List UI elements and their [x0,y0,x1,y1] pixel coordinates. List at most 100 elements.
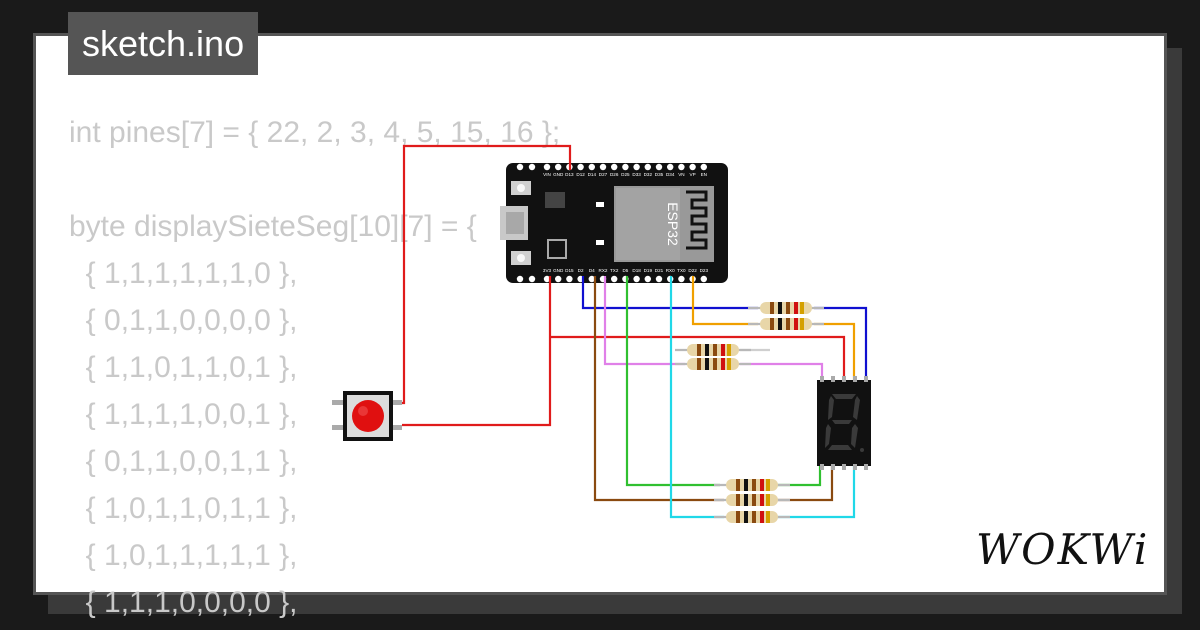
display-pin[interactable] [842,464,846,470]
wire-d2-seg [814,306,868,380]
bottom-pin-label: 3V3 [543,268,552,273]
bottom-pin-label: D23 [700,268,709,273]
bottom-pin-label: GND [553,268,564,273]
bottom-pin-label: D18 [632,268,641,273]
seven-segment-display[interactable] [817,376,871,470]
wire-rx0-seg [776,462,856,519]
top-pin-label: D13 [565,172,574,177]
top-pin-label: EN [701,172,707,177]
code-preview: int pines[7] = { 22, 2, 3, 4, 5, 15, 16 … [69,109,560,626]
display-pin[interactable] [864,464,868,470]
pin-hole[interactable] [611,275,618,283]
pin-hole[interactable] [678,163,685,171]
wokwi-logo[interactable]: WOKWi [976,525,1150,574]
pin-hole[interactable] [622,163,629,171]
pin-hole[interactable] [644,275,651,283]
resistor[interactable] [748,318,824,330]
pin-hole[interactable] [655,275,663,283]
pin-hole[interactable] [678,275,685,283]
top-pin-label: D14 [588,172,597,177]
pin-hole[interactable] [588,275,595,283]
wire-rx2 [603,276,685,366]
file-tab[interactable]: sketch.ino [68,12,259,75]
resistor[interactable] [714,511,790,523]
pin-hole[interactable] [555,163,562,171]
resistor[interactable] [714,479,790,491]
pin-hole[interactable] [655,163,663,171]
pin-hole[interactable] [700,275,707,283]
top-pin-label: VN [678,172,684,177]
pin-hole[interactable] [543,163,551,171]
code-line: { 1,1,1,1,0,0,1 }, [69,398,298,431]
resistors [675,302,824,523]
display-pin[interactable] [820,464,824,470]
resistor[interactable] [675,344,751,356]
pin-hole[interactable] [588,163,595,171]
bottom-pin-label: D5 [622,268,628,273]
top-pin-label: VIN [543,172,551,177]
pin-hole[interactable] [633,275,640,283]
resistor[interactable] [714,494,790,506]
resistor[interactable] [675,358,751,370]
display-pin[interactable] [853,376,857,382]
code-line: { 0,1,1,0,0,1,1 }, [69,445,298,478]
bottom-pin-label: RX2 [599,268,608,273]
pin-hole[interactable] [667,163,674,171]
wire-d4 [593,276,724,502]
display-pin[interactable] [831,376,835,382]
top-pin-label: VP [690,172,696,177]
wires [394,144,868,519]
antenna-trace [686,190,708,250]
top-pin-row [516,163,707,171]
display-pin[interactable] [842,376,846,382]
pin-hole [516,275,524,283]
pin-hole[interactable] [543,275,551,283]
pin-hole [528,163,536,171]
bottom-pin-label: TX2 [610,268,619,273]
push-button[interactable] [332,391,402,441]
pin-hole[interactable] [555,275,562,283]
bottom-pin-label: D22 [688,268,697,273]
segments [825,394,864,452]
pin-hole[interactable] [611,163,618,171]
pin-hole[interactable] [700,163,707,171]
resistor[interactable] [748,302,824,314]
wire-button-bottom [402,276,552,427]
code-line: { 1,1,1,1,1,1,0 }, [69,257,298,290]
bottom-pin-row [516,275,707,283]
pin-hole[interactable] [599,163,607,171]
bottom-pin-label: D4 [589,268,595,273]
pin-hole [516,163,524,171]
button-cap[interactable] [352,400,384,432]
code-line: byte displaySieteSeg[10][7] = { [69,210,477,243]
pin-hole[interactable] [633,163,640,171]
top-pin-label: D12 [576,172,585,177]
pin-hole[interactable] [566,275,573,283]
pin-hole[interactable] [644,163,651,171]
bottom-pin-label: RX0 [666,268,675,273]
wire-display-common [550,335,846,380]
code-line: { 1,0,1,1,1,1,1 }, [69,539,298,572]
bottom-pin-label: D2 [578,268,584,273]
display-pin[interactable] [820,376,824,382]
project-preview-card[interactable]: int pines[7] = { 22, 2, 3, 4, 5, 15, 16 … [33,33,1167,619]
pin-hole[interactable] [689,163,696,171]
code-line: int pines[7] = { 22, 2, 3, 4, 5, 15, 16 … [69,116,561,149]
wire-d5-seg [776,462,822,487]
wire-rx0 [669,276,724,519]
display-pin[interactable] [831,464,835,470]
wire-d2 [581,276,758,310]
wire-d22-seg [814,322,856,380]
pin-hole [528,275,536,283]
display-pin[interactable] [853,464,857,470]
pin-hole[interactable] [577,163,584,171]
top-pin-label: D27 [599,172,608,177]
chip-label: ESP32 [665,202,681,246]
display-pin[interactable] [864,376,868,382]
wire-d22 [691,276,758,326]
regulator [545,192,565,208]
